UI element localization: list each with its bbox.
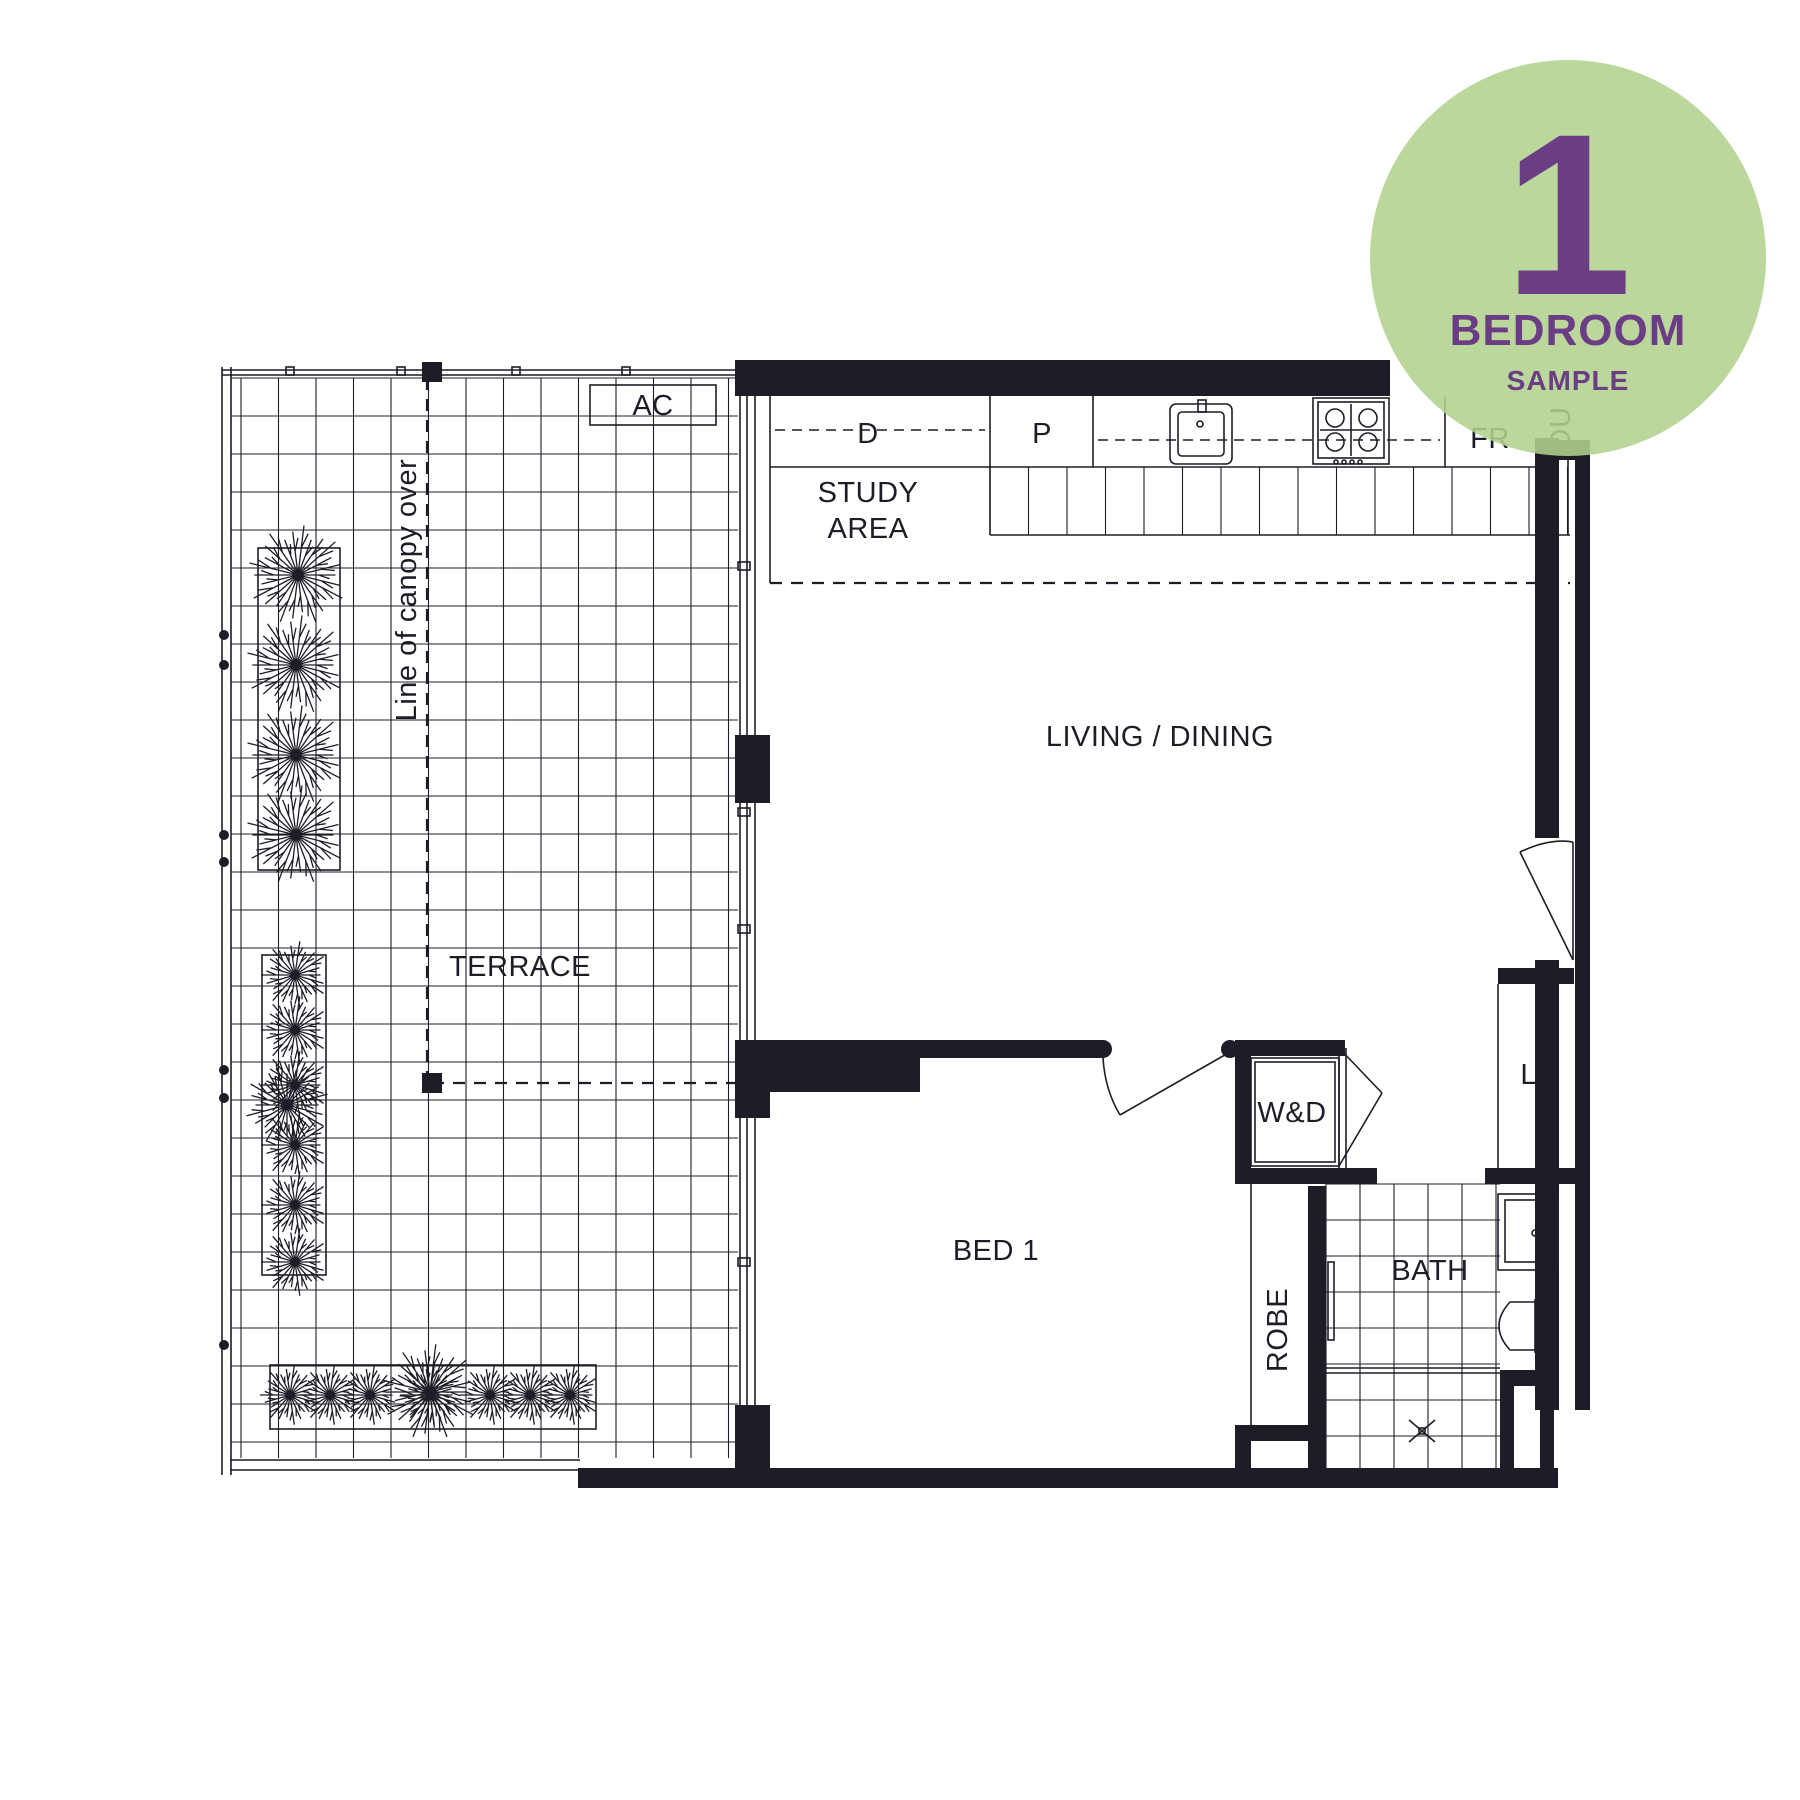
kitchen-bench: [769, 396, 1570, 585]
canopy-note: Line of canopy over: [391, 459, 423, 722]
bedroom-count-badge: 1 BEDROOM SAMPLE: [1370, 60, 1766, 456]
plant-outline: [383, 1344, 473, 1438]
west-window-frames: [737, 372, 756, 1408]
badge-title: BEDROOM: [1449, 306, 1687, 355]
laundry-label: W&D: [1257, 1097, 1326, 1129]
plant-outline: [247, 615, 341, 713]
plant-outline: [246, 1064, 328, 1146]
plant-shrub: [261, 1228, 324, 1296]
plant-shrub: [383, 1344, 473, 1438]
laundry-cupboard: [1250, 1047, 1383, 1170]
kitchen-bench-tiles: [989, 467, 1569, 535]
bath-floor-tiles: [1325, 1183, 1500, 1468]
plant-shrub: [540, 1365, 596, 1425]
plant-outline: [540, 1365, 596, 1425]
pantry-label: P: [1032, 418, 1052, 450]
plant-outline: [247, 705, 341, 803]
robe-label: ROBE: [1262, 1288, 1294, 1372]
plant-outline: [247, 785, 341, 883]
plant-outline: [261, 996, 324, 1064]
plant-outline: [249, 525, 343, 623]
terrace-label: TERRACE: [449, 951, 591, 983]
badge-subtitle: SAMPLE: [1506, 365, 1630, 396]
plant-shrub: [261, 941, 324, 1009]
ac-unit: [589, 384, 717, 426]
bedroom-door: [1102, 1051, 1231, 1116]
plant-shrub: [249, 525, 343, 623]
dishwasher-label: D: [857, 418, 878, 450]
kitchen-sink: [1169, 399, 1233, 465]
planter-left-top: [257, 547, 341, 871]
terrace-tile-grid: [231, 377, 738, 1458]
plant-outline: [261, 1228, 324, 1296]
plant-shrub: [261, 996, 324, 1064]
bath-label: BATH: [1391, 1255, 1468, 1287]
plant-outline: [261, 941, 324, 1009]
study-area-label-2: AREA: [828, 513, 909, 545]
plant-outline: [261, 1171, 324, 1239]
canopy-line: [425, 378, 740, 1085]
plant-shrub: [340, 1365, 396, 1425]
plant-outline: [340, 1365, 396, 1425]
plant-shrub: [261, 1171, 324, 1239]
plant-shrub: [246, 1064, 328, 1146]
plants: [246, 525, 596, 1438]
badge-number: 1: [1504, 86, 1632, 343]
room-labels: AC D P FR DU STUDY AREA LIVING / DINING …: [391, 390, 1577, 1372]
walls: [578, 360, 1590, 1488]
bed-1-label: BED 1: [953, 1235, 1039, 1267]
linen-label: LI: [1520, 1059, 1545, 1091]
plant-shrub: [247, 615, 341, 713]
terrace-balustrade: [219, 362, 735, 1475]
ac-label: AC: [632, 390, 673, 422]
cooktop: [1312, 397, 1390, 465]
plant-shrub: [247, 705, 341, 803]
entry-door: [1519, 832, 1588, 968]
plant-shrub: [247, 785, 341, 883]
study-area-label-1: STUDY: [818, 477, 919, 509]
living-dining-label: LIVING / DINING: [1046, 721, 1274, 753]
bath-fixtures: [1326, 1193, 1555, 1443]
